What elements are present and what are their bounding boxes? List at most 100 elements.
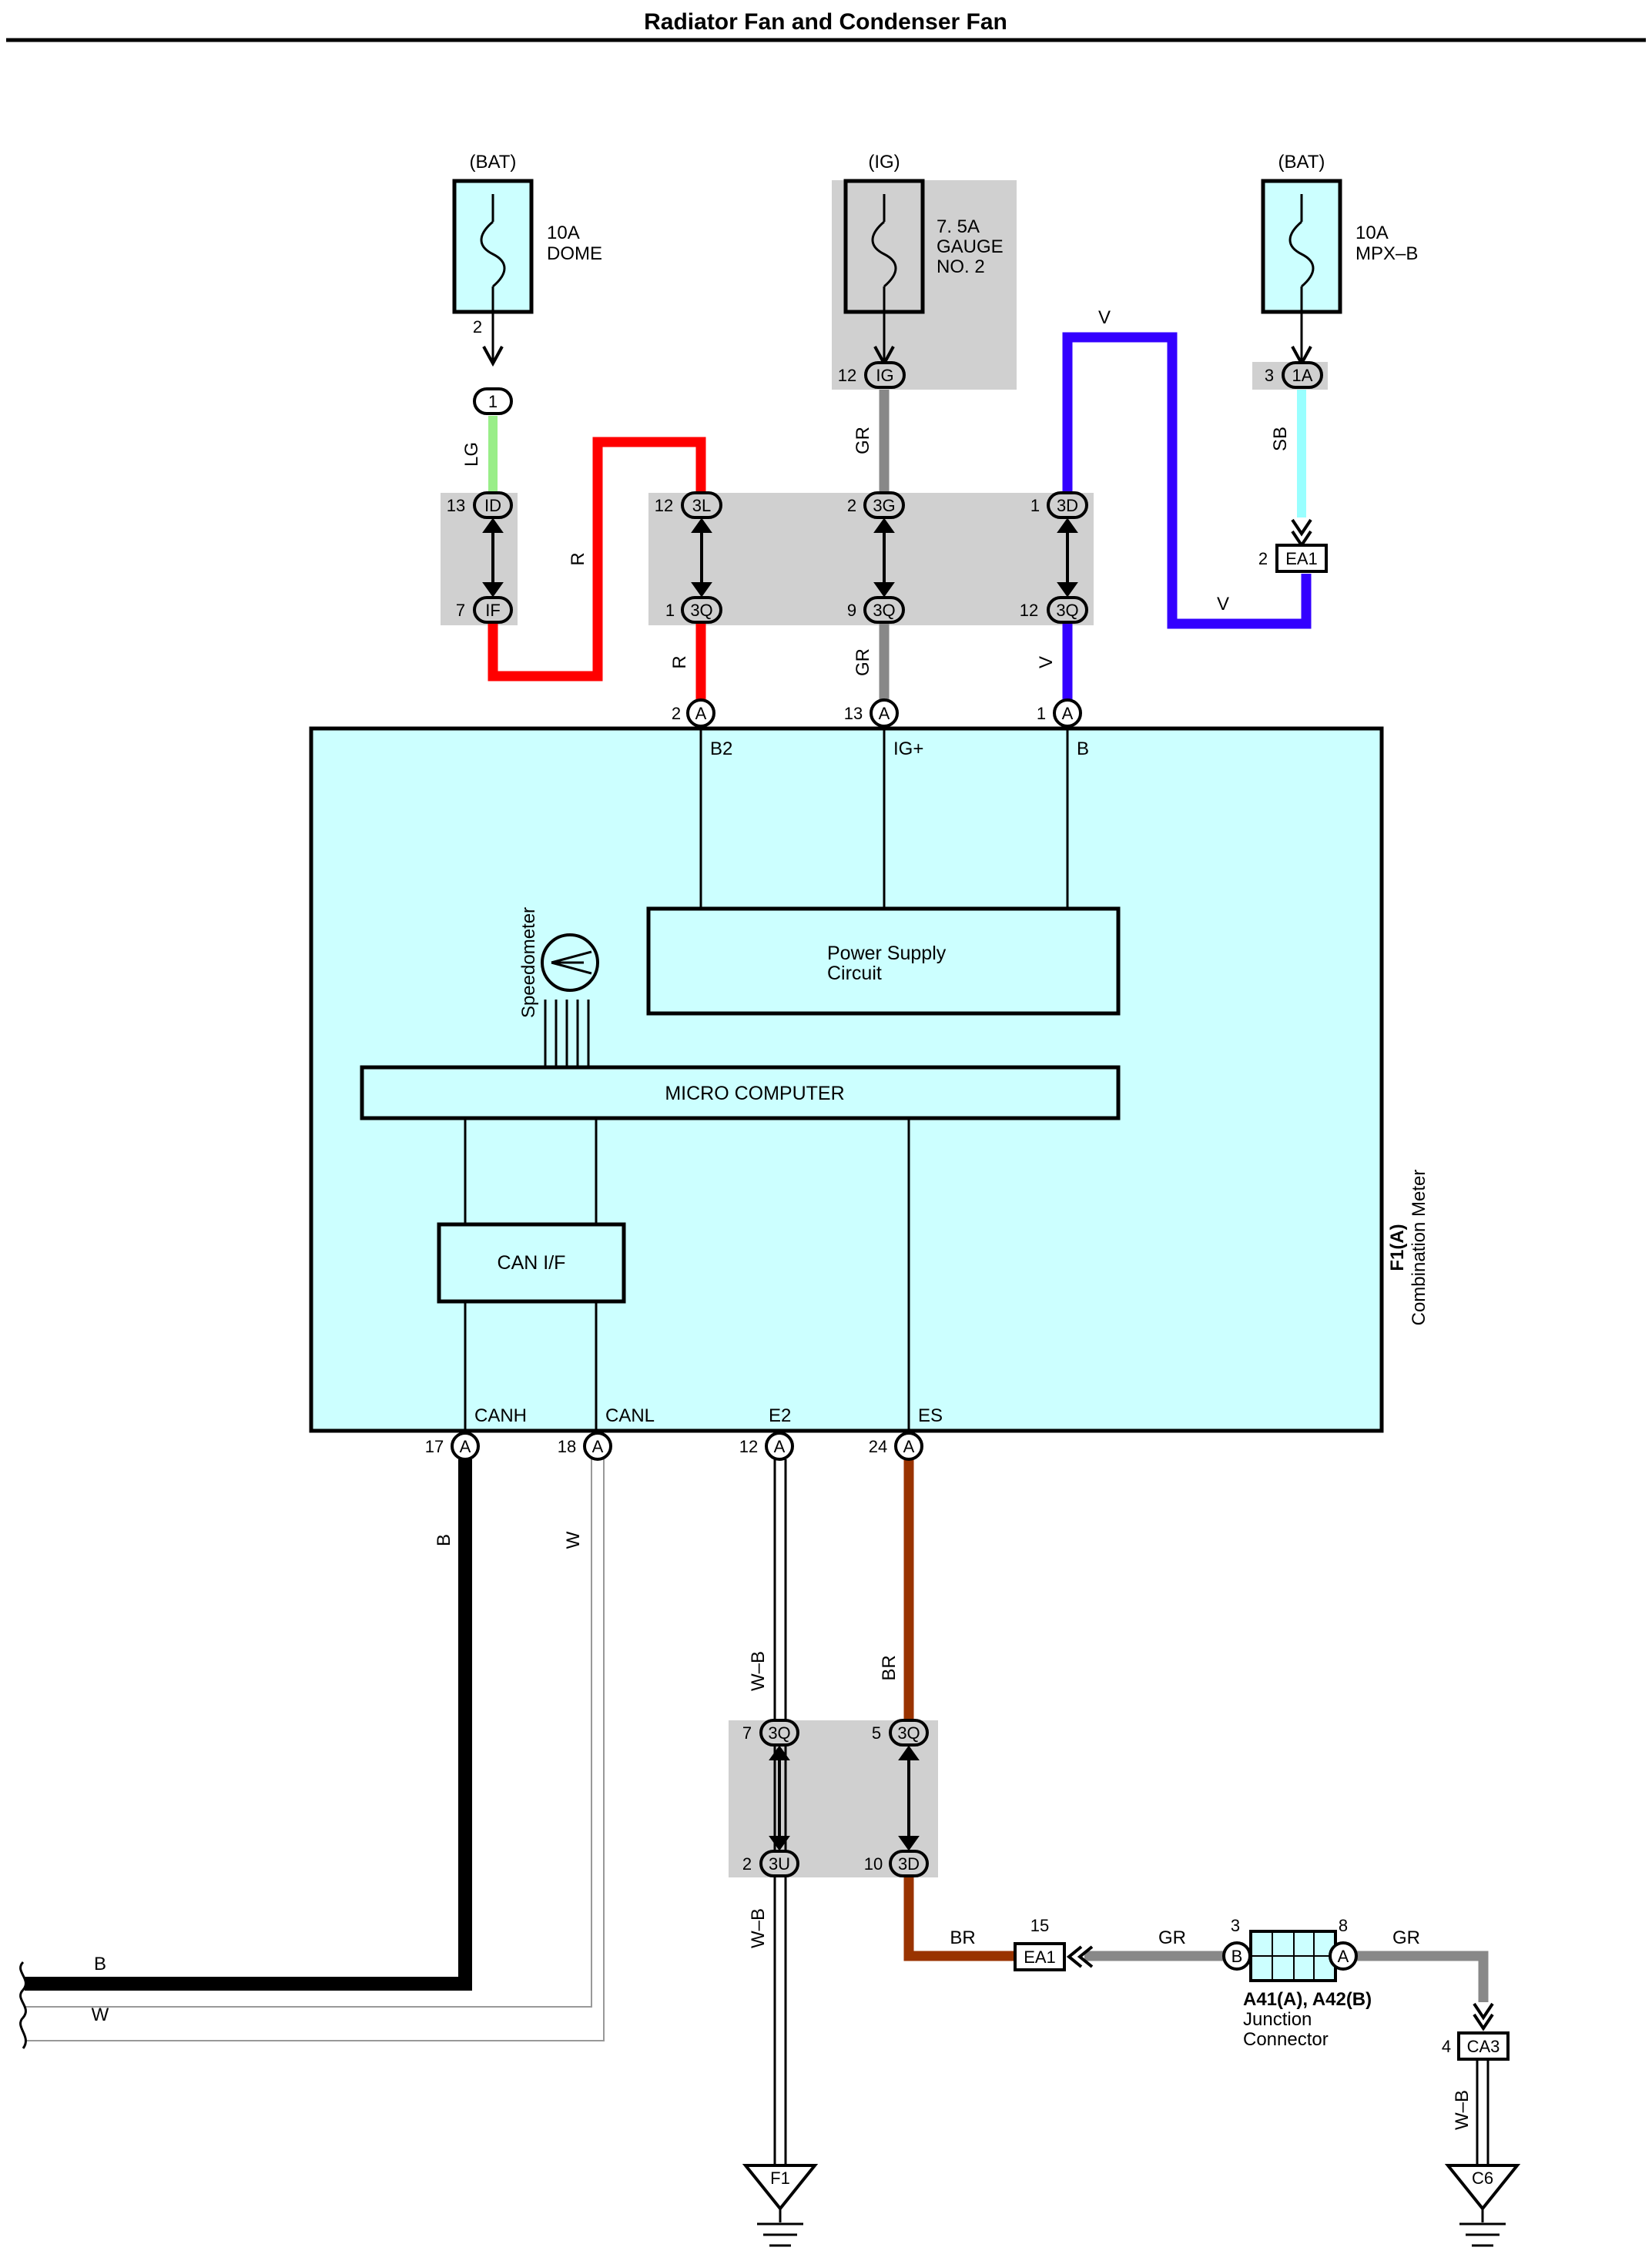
connector-3q-wb: 3Q 7	[742, 1719, 799, 1747]
svg-text:17: 17	[425, 1437, 444, 1456]
meter-pin-es: A 24	[869, 1432, 923, 1461]
svg-text:3U: 3U	[769, 1854, 790, 1874]
svg-text:2: 2	[742, 1854, 752, 1874]
arrow-dome	[482, 346, 504, 367]
svg-text:3Q: 3Q	[690, 601, 712, 620]
fuse-mpx-b: (BAT) 10A MPX–B	[1261, 152, 1418, 362]
label-wb-upper: W–B	[748, 1651, 769, 1691]
svg-text:A: A	[1062, 704, 1074, 723]
connector-3g: 3G 2	[847, 491, 905, 519]
label-br-vertical: BR	[879, 1655, 900, 1680]
connector-if: IF 7	[456, 596, 513, 624]
svg-text:12: 12	[1020, 601, 1038, 620]
micro-computer	[360, 1065, 1121, 1120]
label-v-1: V	[1098, 307, 1111, 328]
label-gr-1: GR	[853, 427, 873, 454]
term-b: B	[1077, 738, 1089, 759]
label-v-3: V	[1036, 656, 1057, 668]
connector-3d-lower: 3D 10	[864, 1850, 929, 1877]
meter-pin-e2: A 12	[739, 1432, 794, 1461]
label-b-vertical: B	[434, 1534, 454, 1546]
svg-text:2: 2	[847, 496, 856, 515]
label-sb: SB	[1270, 427, 1291, 451]
svg-text:2: 2	[672, 704, 681, 723]
svg-text:7. 5A: 7. 5A	[937, 216, 980, 237]
label-wb-lower: W–B	[748, 1908, 769, 1948]
svg-text:F1: F1	[770, 2169, 790, 2188]
svg-text:3: 3	[1265, 366, 1274, 385]
label-gr-2: GR	[853, 648, 873, 676]
term-igp: IG+	[893, 738, 923, 759]
svg-text:C6: C6	[1472, 2169, 1493, 2188]
svg-text:EA1: EA1	[1024, 1948, 1056, 1967]
svg-text:MICRO COMPUTER: MICRO COMPUTER	[665, 1083, 844, 1104]
svg-text:(BAT): (BAT)	[470, 152, 517, 172]
svg-text:A: A	[1338, 1947, 1349, 1966]
svg-text:A: A	[460, 1437, 471, 1456]
meter-pin-b: A 1	[1037, 698, 1082, 728]
connector-1: 1 2	[473, 317, 513, 415]
svg-text:7: 7	[742, 1723, 752, 1743]
wire-w-canl-b	[25, 1459, 605, 2041]
connector-ca3: CA3 4	[1442, 2002, 1510, 2061]
svg-text:CAN I/F: CAN I/F	[498, 1252, 566, 1274]
svg-text:EA1: EA1	[1285, 549, 1318, 568]
label-r-2: R	[669, 655, 690, 668]
svg-text:8: 8	[1339, 1916, 1348, 1935]
svg-text:12: 12	[838, 366, 856, 385]
term-es: ES	[918, 1405, 943, 1426]
term-b2: B2	[710, 738, 732, 759]
svg-text:2: 2	[473, 317, 482, 337]
fuse-gauge: (IG) 7. 5A GAUGE NO. 2	[843, 152, 1004, 362]
svg-text:A: A	[903, 1437, 915, 1456]
svg-text:5: 5	[872, 1723, 881, 1743]
svg-text:3Q: 3Q	[768, 1723, 790, 1743]
label-w-horizontal: W	[92, 2004, 109, 2025]
diagram-title: Radiator Fan and Condenser Fan	[644, 9, 1007, 35]
connector-1a: 1A 3	[1265, 361, 1323, 389]
svg-text:Circuit: Circuit	[827, 963, 882, 984]
svg-text:1: 1	[1030, 496, 1040, 515]
junction-connector-a41-a42: B 3 A 8 A41(A), A42(B) Junction Connecto…	[1222, 1916, 1372, 2050]
svg-text:1: 1	[488, 392, 498, 411]
label-b-horizontal: B	[94, 1954, 106, 1974]
svg-text:3Q: 3Q	[873, 601, 895, 620]
label-lg: LG	[461, 442, 482, 467]
svg-text:15: 15	[1030, 1916, 1049, 1935]
svg-text:DOME: DOME	[547, 243, 602, 264]
svg-text:A: A	[879, 704, 890, 723]
svg-text:1A: 1A	[1292, 366, 1313, 385]
svg-text:7: 7	[456, 601, 465, 620]
wire-gr-bottom-right	[1352, 1951, 1489, 2002]
svg-text:IG: IG	[876, 366, 893, 385]
svg-text:4: 4	[1442, 2037, 1451, 2056]
term-canl: CANL	[605, 1405, 655, 1426]
svg-text:B: B	[1231, 1947, 1243, 1966]
svg-text:A: A	[695, 704, 707, 723]
svg-text:1: 1	[665, 601, 675, 620]
svg-text:3Q: 3Q	[897, 1723, 920, 1743]
term-e2: E2	[769, 1405, 791, 1426]
svg-text:A: A	[774, 1437, 786, 1456]
connector-3q-gr: 3Q 9	[847, 596, 905, 624]
wire-b-canh	[25, 1459, 472, 1991]
wire-w-canl	[25, 1459, 592, 2008]
meter-pin-canl: A 18	[558, 1432, 612, 1461]
svg-text:IF: IF	[485, 601, 501, 620]
connector-ea1-lower: EA1 15	[1014, 1916, 1094, 1971]
label-w-vertical: W	[563, 1531, 584, 1549]
wire-r-left	[488, 437, 706, 682]
svg-text:3D: 3D	[898, 1854, 920, 1874]
svg-text:10A: 10A	[1355, 223, 1389, 243]
svg-text:Connector: Connector	[1243, 2029, 1329, 2050]
meter-component-name: Combination Meter	[1409, 1170, 1429, 1326]
svg-text:GAUGE: GAUGE	[937, 236, 1004, 257]
label-gr-bottom-1: GR	[1158, 1927, 1186, 1948]
svg-text:3L: 3L	[692, 496, 711, 515]
svg-text:CA3: CA3	[1467, 2037, 1500, 2056]
svg-text:Power Supply: Power Supply	[827, 943, 947, 964]
svg-text:A41(A), A42(B): A41(A), A42(B)	[1243, 1989, 1372, 2010]
connector-ea1-upper: EA1 2	[1258, 518, 1328, 573]
wire-br-lower	[903, 1876, 1014, 1961]
